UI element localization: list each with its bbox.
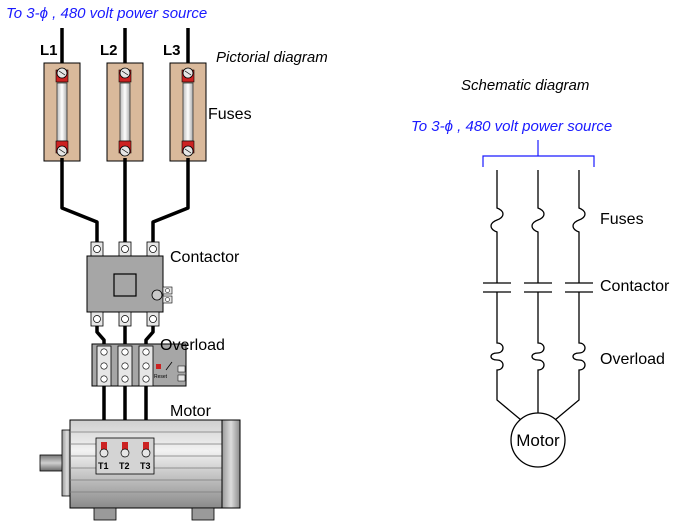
terminal-t1: T1 [98, 461, 109, 471]
pictorial-fuses-label: Fuses [208, 106, 252, 123]
contactor-to-overload-wires [95, 326, 155, 346]
supply-wires [60, 28, 190, 66]
fuse-l2 [106, 62, 144, 162]
schematic-title: Schematic diagram [461, 77, 589, 94]
terminal-t3: T3 [140, 461, 151, 471]
overload-relay: Reset [91, 343, 187, 387]
line-label-l1: L1 [40, 42, 58, 59]
pictorial-contactor-label: Contactor [170, 249, 240, 266]
reset-button-icon [156, 364, 161, 369]
schematic-fuses-label: Fuses [600, 211, 644, 228]
pictorial-source-label: To 3-ϕ , 480 volt power source [6, 5, 207, 22]
pictorial-motor-label: Motor [170, 403, 212, 420]
motor-pictorial: T1 T2 T3 [39, 419, 241, 521]
schematic-lines [483, 170, 593, 421]
fuse-l1 [43, 62, 81, 162]
fuse-l3 [169, 62, 207, 162]
fuse-to-contactor-wires [60, 158, 190, 242]
terminal-t2: T2 [119, 461, 130, 471]
schematic-bracket [482, 140, 595, 167]
schematic-source-label: To 3-ϕ , 480 volt power source [411, 118, 612, 135]
line-label-l2: L2 [100, 42, 118, 59]
schematic-contactor-label: Contactor [600, 278, 670, 295]
reset-label: Reset [154, 374, 168, 380]
schematic-overload-label: Overload [600, 351, 665, 368]
schematic-motor-label: Motor [516, 431, 560, 450]
contactor [86, 241, 173, 327]
motor-symbol [510, 412, 566, 468]
pictorial-title: Pictorial diagram [216, 49, 328, 66]
pictorial-overload-label: Overload [160, 337, 225, 354]
line-label-l3: L3 [163, 42, 181, 59]
